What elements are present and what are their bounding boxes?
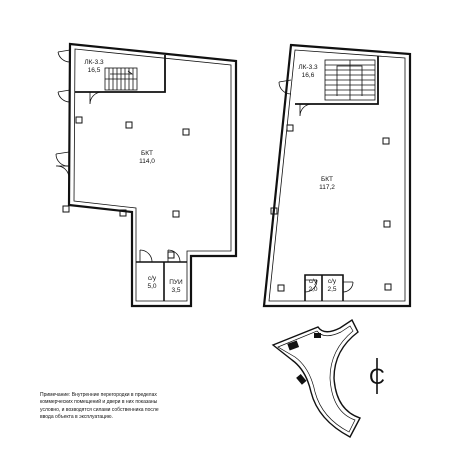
- key-plan-outline: [271, 318, 362, 438]
- right-wc1-label: с/у 2,0: [304, 278, 322, 294]
- left-plan-inner-wall: [73, 48, 232, 302]
- right-stair-room-wall: [295, 56, 379, 105]
- left-utility-label: ПУИ 3,5: [165, 279, 187, 295]
- door-swing-icon: [57, 49, 71, 63]
- left-utility-area: 3,5: [171, 287, 181, 295]
- door-swing-icon: [299, 103, 313, 117]
- key-plan-highlight: [296, 374, 307, 385]
- door-swing-icon: [139, 249, 153, 263]
- left-main-room-code: БКТ: [140, 150, 154, 157]
- right-wc2-label: с/у 2,5: [322, 278, 342, 294]
- north-letter: С: [369, 364, 385, 389]
- key-plan-highlight: [314, 333, 321, 338]
- right-stair-flight: [324, 59, 376, 101]
- key-plan: [271, 318, 362, 438]
- key-plan-highlight: [287, 340, 300, 351]
- door-swing-icon: [304, 279, 318, 293]
- left-wc-code: с/у: [147, 275, 157, 282]
- door-swing-icon: [57, 89, 71, 103]
- right-wc2-code: с/у: [327, 278, 337, 285]
- left-main-room-area: 114,0: [139, 158, 155, 166]
- right-wc1-area: 2,0: [308, 286, 318, 294]
- left-stair-room-wall: [75, 55, 166, 93]
- door-swing-icon: [89, 91, 103, 105]
- left-floor-plan: [55, 42, 238, 308]
- right-wc-block-wall: [304, 274, 344, 301]
- right-wc1-code: с/у: [308, 278, 318, 285]
- note-line: условно, и возводятся силами собственник…: [40, 406, 159, 413]
- right-main-room-code: БКТ: [320, 176, 334, 183]
- door-swing-icon: [55, 165, 70, 179]
- left-wc-block-wall: [136, 261, 187, 301]
- right-stair-room-area: 16,6: [301, 72, 315, 80]
- key-plan-inner-outline: [277, 325, 356, 433]
- door-swing-icon: [342, 281, 354, 293]
- right-main-room-label: БКТ 117,2: [305, 176, 349, 192]
- left-stair-room-area: 16,5: [87, 67, 101, 75]
- right-stair-room-label: ЛК-3.3 16,6: [294, 64, 322, 80]
- note-line: Примечание: Внутренние перегородки в пре…: [40, 392, 157, 398]
- left-wc-area: 5,0: [147, 283, 157, 291]
- right-plan-inner-wall: [268, 49, 406, 302]
- left-stair-room-label: ЛК-3.3 16,5: [80, 59, 108, 75]
- left-stair-flight: [104, 67, 138, 91]
- left-main-room-label: БКТ 114,0: [125, 150, 169, 166]
- left-utility-code: ПУИ: [169, 279, 183, 286]
- right-stair-room-code: ЛК-3.3: [298, 64, 318, 71]
- note-line: ввода объекта в эксплуатацию.: [40, 413, 113, 420]
- column-icon: [62, 116, 190, 259]
- right-floor-plan: [262, 43, 412, 308]
- note-line: коммерческих помещений и двери в них пок…: [40, 399, 158, 406]
- right-main-room-area: 117,2: [319, 184, 335, 192]
- column-icon: [270, 124, 392, 292]
- right-plan-outer-wall: [262, 43, 412, 308]
- right-wc2-area: 2,5: [327, 286, 337, 294]
- left-stair-room-code: ЛК-3.3: [84, 59, 104, 66]
- north-arrow-icon: С: [369, 358, 385, 394]
- left-plan-outer-wall: [67, 42, 238, 308]
- left-wc-label: с/у 5,0: [140, 275, 164, 291]
- door-swing-icon: [278, 79, 292, 95]
- plan-note: Примечание: Внутренние перегородки в пре…: [40, 392, 220, 421]
- door-swing-icon: [55, 151, 70, 167]
